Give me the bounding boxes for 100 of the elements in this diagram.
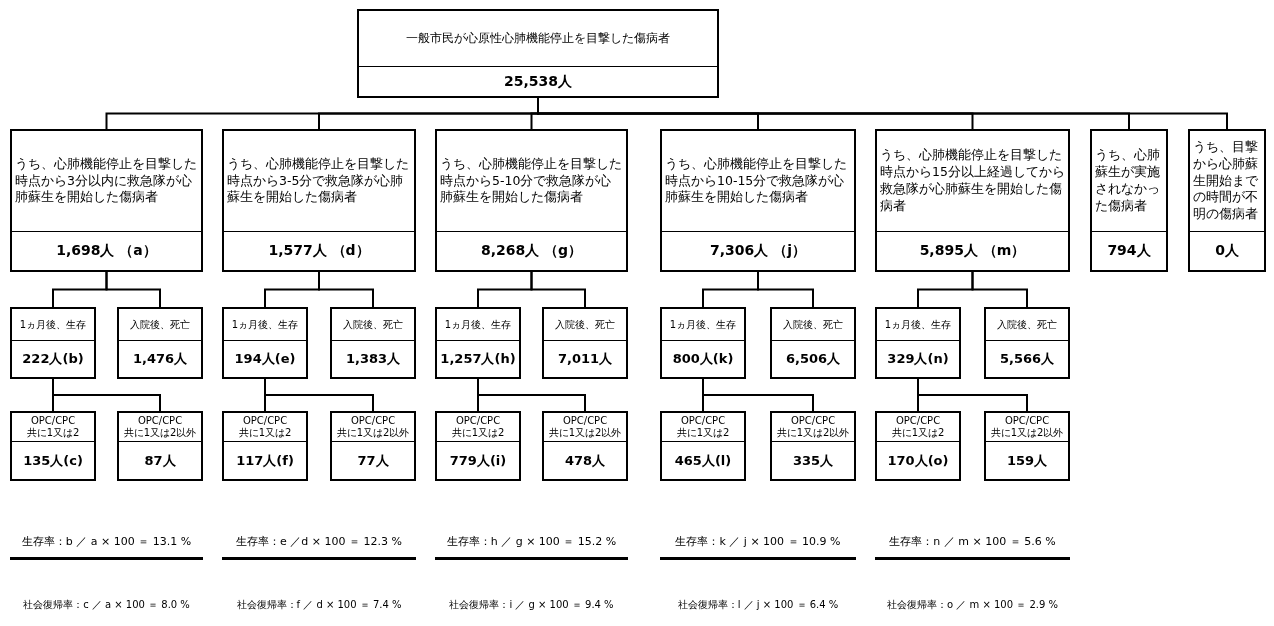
count-value: 117人(f) [236, 451, 294, 470]
box-heading: うち、目撃から心肺蘇生開始までの時間が不明の傷病者 [1193, 138, 1259, 224]
outcome-heading: OPC/CPC 共に1又は2 [890, 415, 946, 439]
count-box [357, 9, 719, 98]
connector-line [917, 378, 1028, 412]
count-box [875, 411, 961, 481]
count-value: 6,506人 [785, 350, 841, 368]
count-box [660, 411, 746, 481]
count-box [435, 129, 628, 272]
count-value: 5,895人 （m） [919, 242, 1026, 260]
count-value: 8,268人 （g） [480, 242, 583, 260]
outcome-heading: OPC/CPC 共に1又は2以外 [775, 415, 851, 439]
recovery-rate-formula: 社会復帰率：c ／ a × 100 ＝ 8.0 % [22, 598, 191, 612]
outcome-heading: 1ヵ月後、生存 [231, 317, 299, 332]
count-value: 7,011人 [557, 350, 613, 368]
count-value: 5,566人 [999, 350, 1055, 368]
count-value: 0人 [1215, 242, 1239, 260]
count-box [10, 307, 96, 379]
connector-line [971, 271, 1028, 308]
connector-line [264, 378, 374, 412]
count-box [117, 411, 203, 481]
count-box [1090, 129, 1168, 272]
count-value: 1,577人 （d） [268, 242, 370, 260]
count-box [660, 129, 856, 272]
count-value: 135人(c) [23, 451, 83, 470]
count-box [222, 307, 308, 379]
count-value: 87人 [144, 451, 176, 470]
recovery-rate-formula: 社会復帰率：o ／ m × 100 ＝ 2.9 % [886, 598, 1059, 612]
survival-rate-formula: 生存率：b ／ a × 100 ＝ 13.1 % [20, 534, 193, 549]
box-heading: うち、心肺機能停止を目撃した時点から10-15分で救急隊が心肺蘇生を開始した傷病者 [665, 155, 848, 207]
count-box [660, 307, 746, 379]
count-box [117, 307, 203, 379]
outcome-heading: 1ヵ月後、生存 [669, 317, 737, 332]
outcome-heading: OPC/CPC 共に1又は2以外 [547, 415, 623, 439]
count-value: 329人(n) [887, 350, 949, 368]
box-heading: うち、心肺機能停止を目撃した時点から3分以内に救急隊が心肺蘇生を開始した傷病者 [15, 155, 198, 207]
count-box [10, 129, 203, 272]
box-heading: 一般市民が心原性心肺機能停止を目撃した傷病者 [406, 30, 670, 47]
outcome-heading: OPC/CPC 共に1又は2以外 [335, 415, 411, 439]
count-box [330, 411, 416, 481]
count-box [330, 307, 416, 379]
count-box [542, 411, 628, 481]
connector-line [105, 271, 161, 308]
outcome-heading: 入院後、死亡 [997, 317, 1057, 332]
connector-line [477, 378, 586, 412]
count-box [875, 129, 1070, 272]
count-box [1188, 129, 1266, 272]
count-value: 335人 [792, 451, 834, 470]
box-heading: うち、心肺機能停止を目撃した時点から3-5分で救急隊が心肺蘇生を開始した傷病者 [227, 155, 410, 207]
outcome-heading: 1ヵ月後、生存 [19, 317, 87, 332]
outcome-heading: OPC/CPC 共に1又は2 [450, 415, 506, 439]
count-box [542, 307, 628, 379]
count-value: 222人(b) [22, 350, 84, 368]
recovery-rate-formula: 社会復帰率：l ／ j × 100 ＝ 6.4 % [676, 598, 840, 612]
count-box [222, 129, 416, 272]
outcome-heading: OPC/CPC 共に1又は2 [237, 415, 293, 439]
count-value: 1,257人(h) [440, 350, 516, 368]
outcome-heading: OPC/CPC 共に1又は2 [675, 415, 731, 439]
count-box [222, 411, 308, 481]
count-box [984, 307, 1070, 379]
outcome-heading: 1ヵ月後、生存 [884, 317, 952, 332]
count-value: 478人 [564, 451, 606, 470]
survival-rate-formula: 生存率：n ／ m × 100 ＝ 5.6 % [888, 534, 1057, 549]
count-value: 779人(i) [449, 451, 507, 470]
box-heading: うち、心肺蘇生が実施されなかった傷病者 [1095, 147, 1161, 215]
count-box [10, 411, 96, 481]
outcome-heading: 入院後、死亡 [783, 317, 843, 332]
survival-rate-formula: 生存率：k ／ j × 100 ＝ 10.9 % [674, 534, 842, 549]
count-value: 1,383人 [345, 350, 401, 368]
count-box [435, 411, 521, 481]
survival-rate-formula: 生存率：h ／ g × 100 ＝ 15.2 % [445, 534, 618, 549]
box-heading: うち、心肺機能停止を目撃した時点から5-10分で救急隊が心肺蘇生を開始した傷病者 [440, 155, 623, 207]
count-value: 1,698人 （a） [56, 242, 157, 260]
count-value: 7,306人 （j） [710, 242, 806, 260]
outcome-heading: 入院後、死亡 [555, 317, 615, 332]
count-value: 794人 [1107, 242, 1151, 260]
count-box [770, 411, 856, 481]
connector-line [52, 378, 161, 412]
outcome-heading: OPC/CPC 共に1又は2以外 [989, 415, 1065, 439]
count-box [875, 307, 961, 379]
recovery-rate-formula: 社会復帰率：i ／ g × 100 ＝ 9.4 % [448, 598, 615, 612]
count-value: 1,476人 [132, 350, 188, 368]
count-box [984, 411, 1070, 481]
connector-line [702, 378, 814, 412]
count-value: 194人(e) [234, 350, 296, 368]
count-box [770, 307, 856, 379]
connector-line [530, 271, 586, 308]
count-value: 159人 [1006, 451, 1048, 470]
count-value: 77人 [357, 451, 389, 470]
count-value: 465人(l) [674, 451, 732, 470]
count-box [435, 307, 521, 379]
count-value: 800人(k) [672, 350, 734, 368]
outcome-heading: 入院後、死亡 [130, 317, 190, 332]
outcome-heading: OPC/CPC 共に1又は2以外 [122, 415, 198, 439]
survival-rate-formula: 生存率：e ／d × 100 ＝ 12.3 % [235, 534, 403, 549]
connector-line [318, 271, 374, 308]
outcome-heading: 入院後、死亡 [343, 317, 403, 332]
recovery-rate-formula: 社会復帰率：f ／ d × 100 ＝ 7.4 % [235, 598, 403, 612]
connector-line [757, 271, 814, 308]
count-value: 25,538人 [504, 72, 572, 91]
